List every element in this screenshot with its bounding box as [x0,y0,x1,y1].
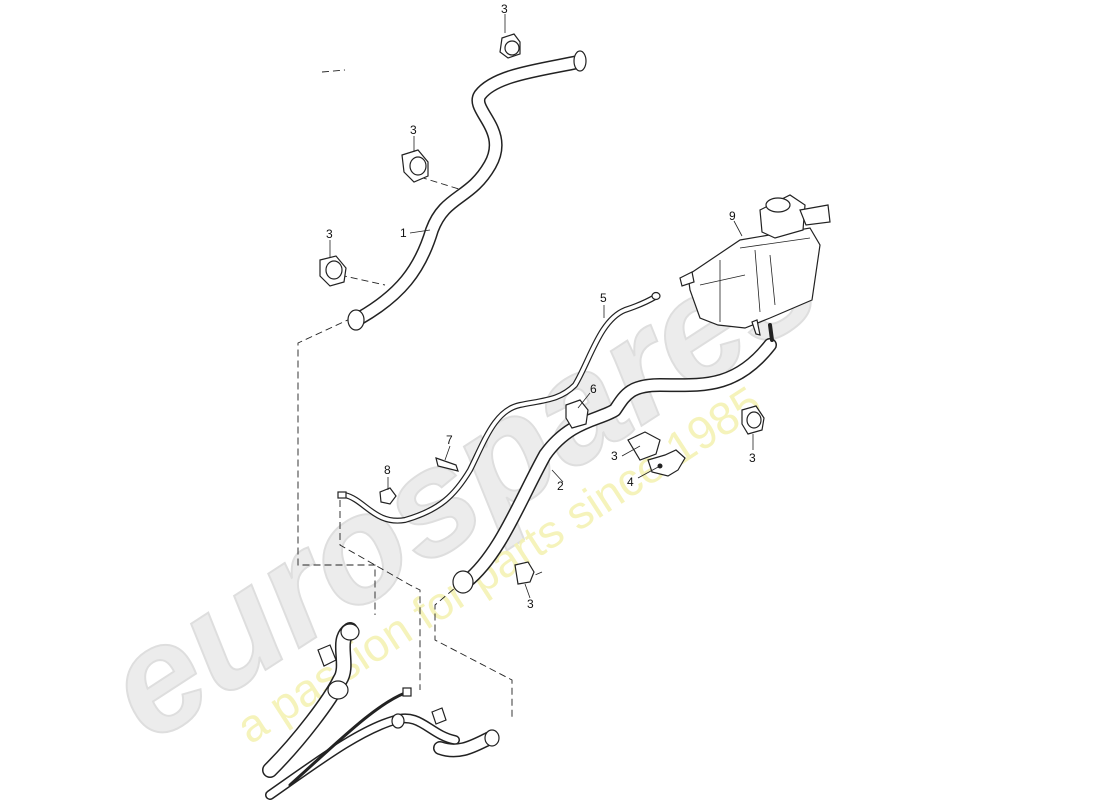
hose-2 [452,338,777,594]
expansion-tank-9 [679,194,831,342]
clamp-bottom [514,561,535,585]
callout-8: 8 [384,463,391,477]
bracket-4 [647,449,686,477]
holder-6 [565,399,589,429]
callout-2: 2 [557,479,564,493]
callout-6: 6 [590,382,597,396]
callout-5: 5 [600,291,607,305]
engine-side-hoses [262,622,500,800]
clamp-upper-mid [401,149,429,183]
clamp-right [741,405,765,435]
clamp-left [319,255,347,287]
clamp-top [499,33,521,59]
hose-1 [347,50,587,331]
callout-3-upper: 3 [410,123,417,137]
callout-3-left: 3 [326,227,333,241]
clamp-center [627,431,661,461]
callout-3-right: 3 [749,451,756,465]
pipe-5 [337,291,661,524]
callout-labels: 3 3 3 1 5 6 7 8 9 3 3 4 2 3 [326,2,756,611]
callout-4: 4 [627,475,634,489]
callout-3-bottom: 3 [527,597,534,611]
callout-9: 9 [729,209,736,223]
callout-7: 7 [446,433,453,447]
part-7 [435,457,459,472]
leader-lines [329,14,754,599]
callout-1: 1 [400,226,407,240]
callout-3-center: 3 [611,449,618,463]
callout-3-top: 3 [501,2,508,16]
